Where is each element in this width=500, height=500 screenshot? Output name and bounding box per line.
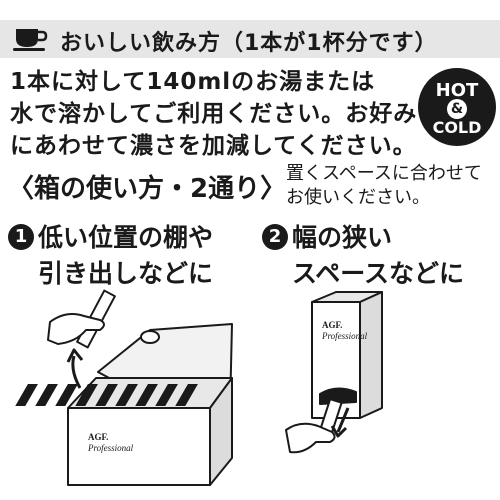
box-open-illustration bbox=[15, 289, 233, 486]
method-2-line: スペースなどに bbox=[292, 259, 465, 288]
intro-line: にあわせて濃さを加減してください。 bbox=[10, 133, 417, 159]
method-2-line: 幅の狭い bbox=[292, 223, 393, 252]
section-note: 置くスペースに合わせて お使いください。 bbox=[286, 162, 482, 210]
header-title: おいしい飲み方（1本が1杯分です） bbox=[60, 31, 438, 56]
box-sub-left: Professional bbox=[87, 443, 134, 453]
method-1-line: 低い位置の棚や bbox=[38, 223, 214, 252]
box-sub-right: Professional bbox=[321, 331, 368, 341]
header-bar bbox=[0, 20, 500, 58]
intro-line: 1本に対して140mlのお湯または bbox=[10, 69, 376, 95]
hot-label: HOT bbox=[435, 80, 479, 101]
box-brand-left: AGF. bbox=[88, 432, 108, 442]
method-2-text: 幅の狭い スペースなどに bbox=[292, 220, 464, 292]
section-note-line: お使いください。 bbox=[286, 187, 430, 208]
box-upright-illustration bbox=[285, 291, 383, 454]
section-title: 〈箱の使い方・2通り〉 bbox=[8, 174, 287, 204]
method-1-text: 低い位置の棚や 引き出しなどに bbox=[38, 220, 213, 292]
method-number-2: 2 bbox=[262, 224, 288, 250]
method-1-line: 引き出しなどに bbox=[38, 259, 214, 288]
sticks-inside bbox=[15, 384, 198, 406]
box-brand-right: AGF. bbox=[322, 320, 342, 330]
section-note-line: 置くスペースに合わせて bbox=[286, 163, 482, 184]
intro-text: 1本に対して140mlのお湯または 水で溶かしてご利用ください。お好み にあわせ… bbox=[10, 66, 418, 162]
method-number-1: 1 bbox=[8, 224, 34, 250]
coffee-cup-icon bbox=[13, 29, 48, 51]
usage-illustrations: AGF. Professional AGF. Professional bbox=[15, 289, 383, 486]
intro-line: 水で溶かしてご利用ください。お好み bbox=[10, 101, 418, 127]
cold-label: COLD bbox=[432, 118, 482, 137]
ampersand-label: & bbox=[447, 99, 467, 119]
hot-cold-badge: HOT & COLD bbox=[418, 68, 496, 146]
